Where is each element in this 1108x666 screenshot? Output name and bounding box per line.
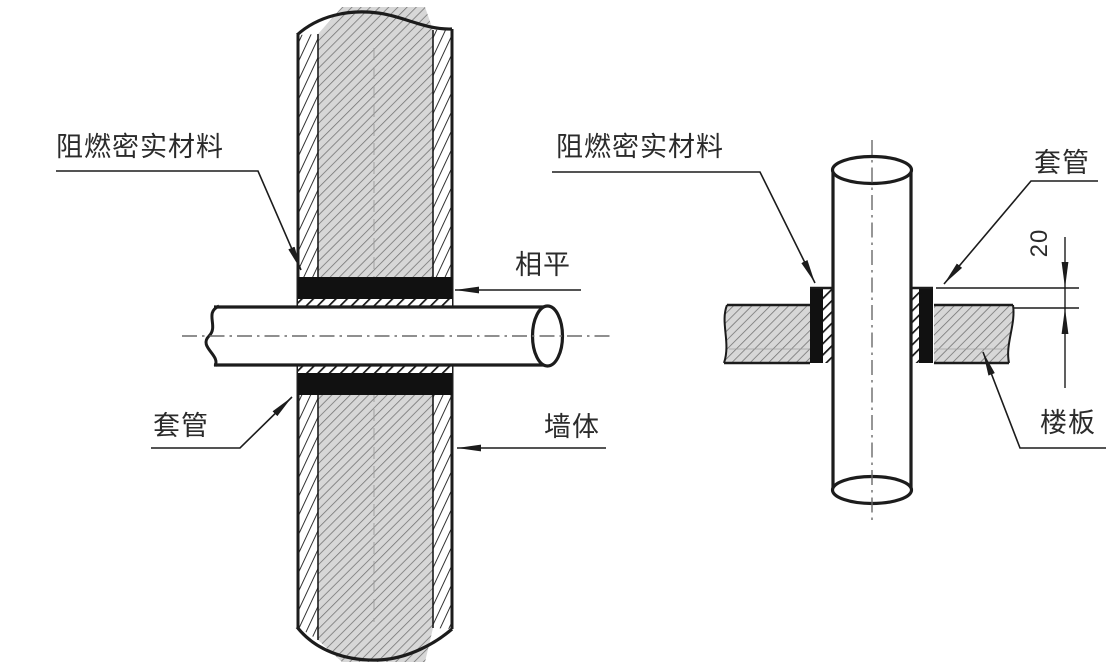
pipe-break-line [204,304,220,367]
wall-break-line-bottom [295,626,454,662]
sleeve-section-strip [298,299,452,373]
seal-material-leader [56,170,302,271]
label-sleeve-right: 套管 [1034,148,1090,178]
label-wall: 墙体 [544,412,600,442]
floor-slab-leader [982,351,1106,449]
label-floor-slab: 楼板 [1040,408,1096,438]
leaders-right-view [552,171,1106,449]
sleeve-leader-right [943,180,1098,285]
left-section-view [56,7,612,662]
sleeve-leader [151,396,293,449]
sleeve-left [810,288,823,363]
label-seal-material-left: 阻燃密实材料 [56,132,224,162]
dimension-20-text: 20 [1026,228,1053,258]
seal-material-leader-right [552,171,816,284]
leaders-left-view [56,170,606,452]
seal-material-band [298,277,452,395]
sleeve-and-seal [810,286,933,363]
label-seal-material-right: 阻燃密实材料 [556,132,724,162]
seal-strip-left [823,288,832,363]
dimension-20 [936,237,1079,388]
floor-slab-outline [723,303,1015,365]
label-flush: 相平 [515,250,571,280]
dim-arrow-down [1061,262,1069,288]
seal-strip-right [912,288,919,363]
sleeve-right [919,288,933,363]
label-sleeve-left: 套管 [153,411,209,441]
dim-arrow-up [1061,308,1069,334]
right-section-view [552,140,1106,522]
wall-break-line-top [295,10,453,37]
